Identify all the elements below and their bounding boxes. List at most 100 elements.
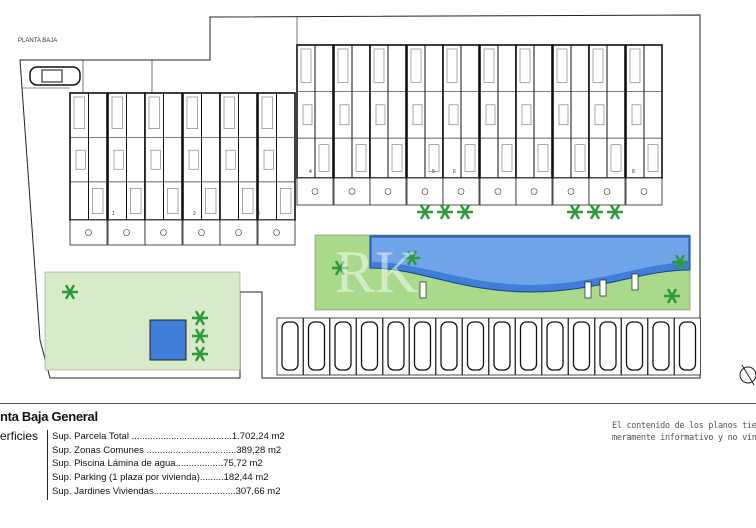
parking-space [488,317,516,376]
unit-number-4: 4 [309,169,312,175]
bed-icon [337,48,349,83]
patio-table-icon [421,188,429,195]
parking-space [409,317,436,376]
bed-icon [428,144,440,172]
table-icon [485,104,496,126]
bed-icon [537,144,549,172]
surface-row: Sup. Parcela Total .....................… [52,430,285,444]
surface-label: Sup. Parking (1 plaza por vivienda).....… [52,472,224,484]
bed-icon [130,188,142,214]
unit-number-1: 1 [112,211,115,217]
dwelling-unit [369,44,407,206]
unit-number-6: 6 [453,169,456,175]
north-arrow-icon [739,364,756,386]
patio-table-icon [567,188,575,195]
palm-tree-icon [567,204,583,220]
watermark-logo: RK [335,239,418,305]
car-icon [519,321,538,371]
terrace [515,177,553,206]
sunbed-icon [631,273,639,291]
palm-tree-icon [62,284,78,300]
terrace [442,177,480,206]
terrace [219,219,258,246]
bed-icon [73,96,85,129]
bed-icon [261,96,273,129]
car-icon [360,321,379,371]
bed-icon [373,48,385,83]
car-icon [599,321,617,371]
surface-value: 182,44 m2 [223,472,269,484]
bed-icon [446,48,458,83]
bed-icon [223,96,235,129]
palm-tree-icon [437,204,453,220]
car-icon [334,321,352,371]
dwelling-unit [296,44,334,206]
patio-table-icon [160,229,167,236]
patio-table-icon [494,188,502,195]
floor-plan: RK [19,14,756,386]
dwelling-unit [333,44,371,206]
terrace [333,177,371,206]
terrace [588,177,626,206]
surface-label: Sup. Zonas Comunes .....................… [52,444,237,456]
surface-label: Sup. Parcela Total .....................… [52,431,232,442]
car-icon [413,321,432,371]
disclaimer-line: meramente informativo y no vinc [612,433,756,443]
parking-space [621,317,648,376]
bed-icon [629,48,641,83]
parking-space [568,317,595,376]
palm-tree-icon [404,250,420,266]
patio-table-icon [123,229,130,236]
dwelling-unit [107,92,146,246]
bed-icon [300,48,312,83]
car-icon [387,321,405,371]
palm-tree-icon [192,310,208,326]
bed-icon [111,96,123,129]
surface-row: Sup. Zonas Comunes .....................… [52,444,285,458]
bed-icon [92,188,104,214]
patio-table-icon [198,229,205,236]
bed-icon [647,144,659,172]
table-icon [339,104,350,126]
disclaimer: El contenido de los planos tiene meramen… [612,420,756,444]
bed-icon [574,144,586,172]
bed-icon [391,144,403,172]
surface-value: 389,28 m2 [236,444,282,456]
dwelling-unit [588,44,626,206]
car-icon [572,321,591,371]
dwelling-unit [515,44,553,206]
parking-space [462,317,489,376]
bed-icon [148,96,160,129]
bed-icon [501,144,513,172]
dwelling-unit [182,92,221,246]
terrace [406,177,444,206]
bed-icon [464,144,476,172]
parking-space [276,317,304,376]
terrace [479,177,517,206]
table-icon [412,104,423,126]
bed-icon [556,48,568,83]
unit-number-5: 5 [432,169,435,175]
table-icon [75,149,86,170]
dwelling-unit [479,44,517,206]
table-icon [188,149,199,170]
terrace [107,219,146,246]
palm-tree-icon [332,260,348,276]
patio-table-icon [311,188,319,195]
bed-icon [167,188,179,214]
surface-label: Sup. Piscina Lámina de agua.............… [52,458,224,470]
bed-icon [355,144,367,172]
table-icon [558,104,569,126]
palm-tree-icon [192,346,208,362]
table-icon [263,149,274,170]
patio-table-icon [348,188,356,195]
dwelling-unit [442,44,480,206]
bed-icon [186,96,198,129]
table-icon [448,104,459,126]
palm-tree-icon [192,328,208,344]
parking-space [594,317,622,376]
bed-icon [280,188,292,214]
patio-table-icon [603,188,611,195]
terrace [625,177,663,206]
unit-number-8: 8 [632,169,635,175]
